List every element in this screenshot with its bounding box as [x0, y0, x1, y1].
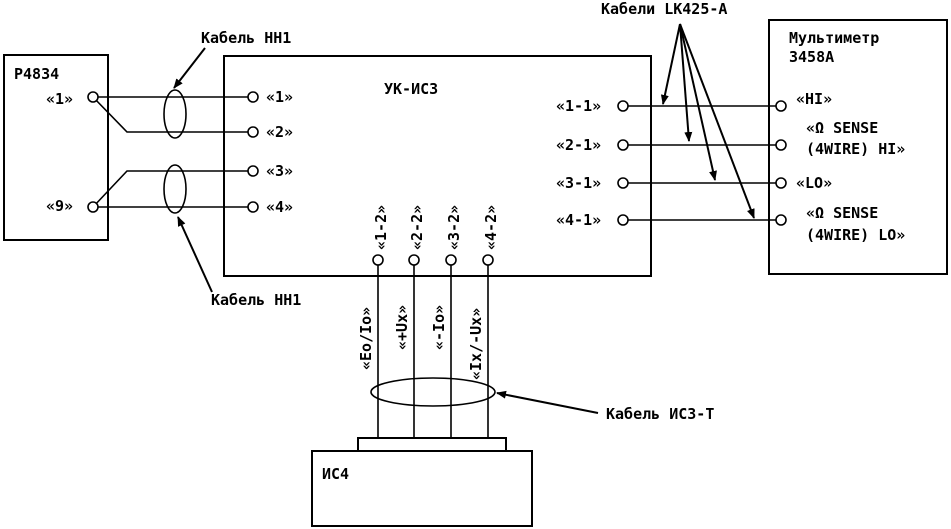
is4-title: ИС4 — [322, 465, 349, 483]
ukis3-right-terminal-2 — [617, 139, 629, 151]
ukis3-bottom-terminal-2 — [408, 254, 420, 266]
ukis3-bottom-terminal-4 — [482, 254, 494, 266]
ukis3-right-terminal-2-label: «2-1» — [556, 136, 601, 154]
cable-hh1-top-label: Кабель НН1 — [201, 29, 291, 47]
signal-eo-io-label: «Eo/Io» — [357, 307, 375, 370]
ukis3-bottom-terminal-1 — [372, 254, 384, 266]
p4834-terminal-9 — [87, 201, 99, 213]
ukis3-bottom-terminal-4-label: «4-2» — [482, 205, 500, 250]
multimeter-block — [768, 19, 948, 275]
ukis3-left-terminal-3 — [247, 165, 259, 177]
signal-minus-io-label: «-Io» — [430, 305, 448, 350]
p4834-title: Р4834 — [14, 65, 59, 83]
ukis3-right-terminal-3-label: «3-1» — [556, 174, 601, 192]
multimeter-title-line2: 3458А — [789, 48, 834, 66]
ukis3-bottom-terminal-2-label: «2-2» — [408, 205, 426, 250]
cable-is3t-bundle — [370, 377, 496, 407]
is4-block — [311, 450, 533, 527]
ukis3-right-terminal-4 — [617, 214, 629, 226]
p4834-terminal-9-label: «9» — [46, 197, 73, 215]
cable-hh1-top-bundle — [163, 89, 187, 139]
cable-lk425-arrow-4 — [679, 23, 755, 219]
cable-hh1-bottom-label: Кабель НН1 — [211, 291, 301, 309]
cable-hh1-bottom-arrow — [177, 216, 213, 293]
multimeter-lo-label: «LO» — [796, 174, 832, 192]
ukis3-right-terminal-1-label: «1-1» — [556, 97, 601, 115]
multimeter-terminal-hi — [775, 100, 787, 112]
cable-hh1-bottom-bundle — [163, 164, 187, 214]
ukis3-block — [223, 55, 652, 277]
p4834-terminal-1 — [87, 91, 99, 103]
p4834-block — [3, 54, 109, 241]
ukis3-bottom-terminal-3 — [445, 254, 457, 266]
ukis3-bottom-terminal-1-label: «1-2» — [372, 205, 390, 250]
cable-is3t-label: Кабель ИС3-Т — [606, 405, 714, 423]
ukis3-left-terminal-4-label: «4» — [266, 198, 293, 216]
multimeter-terminal-lo — [775, 177, 787, 189]
ukis3-right-terminal-4-label: «4-1» — [556, 211, 601, 229]
multimeter-hi-label: «HI» — [796, 90, 832, 108]
ukis3-left-terminal-2 — [247, 126, 259, 138]
multimeter-title-line1: Мультиметр — [789, 29, 879, 47]
multimeter-terminal-sense-lo — [775, 214, 787, 226]
cable-hh1-top-arrow — [173, 47, 206, 89]
signal-plus-ux-label: «+Ux» — [393, 305, 411, 350]
multimeter-terminal-sense-hi — [775, 139, 787, 151]
cable-lk425-label: Кабели LK425-A — [601, 0, 727, 18]
ukis3-left-terminal-1 — [247, 91, 259, 103]
p4834-terminal-1-label: «1» — [46, 90, 73, 108]
cable-lk425-arrow-1 — [660, 23, 681, 105]
ukis3-left-terminal-1-label: «1» — [266, 88, 293, 106]
ukis3-left-terminal-3-label: «3» — [266, 162, 293, 180]
cable-lk425-arrow-3 — [679, 23, 717, 181]
wire-p1-to-uk2 — [92, 96, 253, 133]
cable-is3t-arrow — [496, 390, 599, 414]
ukis3-left-terminal-4 — [247, 201, 259, 213]
cable-lk425-arrow-2 — [679, 23, 693, 142]
multimeter-sense-lo-label-2: (4WIRE) LO» — [806, 226, 905, 244]
signal-ix-minus-ux-label: «Ix/-Ux» — [467, 308, 485, 380]
is4-connector — [357, 437, 507, 452]
multimeter-sense-hi-label-1: «Ω SENSE — [806, 119, 878, 137]
ukis3-right-terminal-1 — [617, 100, 629, 112]
multimeter-sense-lo-label-1: «Ω SENSE — [806, 204, 878, 222]
ukis3-title: УК-ИС3 — [384, 80, 438, 98]
multimeter-sense-hi-label-2: (4WIRE) HI» — [806, 140, 905, 158]
wire-p9-to-uk3 — [92, 170, 253, 208]
ukis3-left-terminal-2-label: «2» — [266, 123, 293, 141]
ukis3-bottom-terminal-3-label: «3-2» — [445, 205, 463, 250]
ukis3-right-terminal-3 — [617, 177, 629, 189]
